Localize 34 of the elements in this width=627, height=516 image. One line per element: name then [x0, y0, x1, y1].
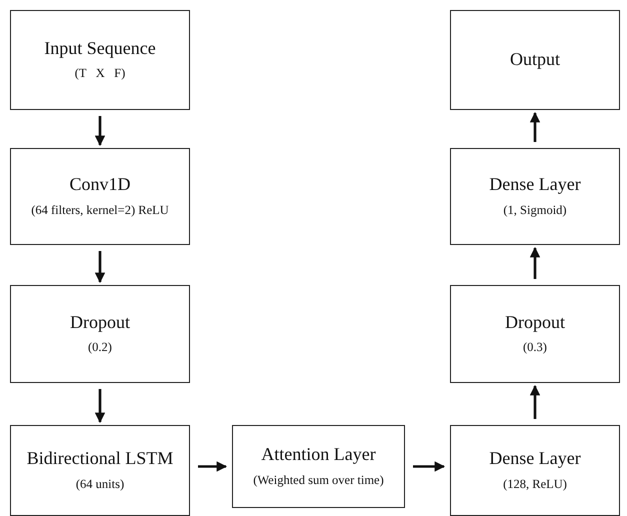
layer-name: Attention Layer: [261, 444, 376, 466]
layer-box: [10, 148, 190, 245]
arrow: [94, 389, 106, 424]
arrow: [198, 461, 228, 472]
layer-params: (0.3): [523, 339, 547, 356]
arrow: [530, 384, 540, 419]
layer-params: (1, Sigmoid): [503, 202, 567, 219]
layer-box: [450, 10, 620, 110]
layer-params: (Weighted sum over time): [253, 472, 384, 489]
layer-name: Conv1D: [69, 174, 130, 196]
layer-box: [450, 425, 620, 516]
arrow: [94, 116, 106, 146]
layer-name: Dense Layer: [489, 448, 581, 470]
arrow: [530, 112, 540, 142]
layer-params: (0.2): [88, 339, 112, 356]
arrow: [530, 246, 540, 279]
layer-box: [450, 148, 620, 245]
layer-params: (64 units): [76, 476, 124, 493]
layer-name: Dropout: [70, 312, 130, 334]
layer-box: [10, 10, 190, 110]
arrow: [413, 461, 446, 472]
layer-name: Input Sequence: [44, 38, 156, 60]
layer-name: Bidirectional LSTM: [26, 448, 174, 470]
layer-params: (T X F): [74, 65, 126, 82]
arrow: [94, 251, 106, 284]
layer-name: Dense Layer: [489, 174, 581, 196]
layer-box: [10, 285, 190, 383]
layer-name: Dropout: [505, 312, 565, 334]
layer-box: [450, 285, 620, 383]
layer-box: [232, 425, 405, 508]
layer-params: (128, ReLU): [503, 476, 567, 493]
layer-params: (64 filters, kernel=2) ReLU: [31, 202, 169, 219]
layer-box: [10, 425, 190, 516]
layer-name: Output: [510, 49, 560, 71]
